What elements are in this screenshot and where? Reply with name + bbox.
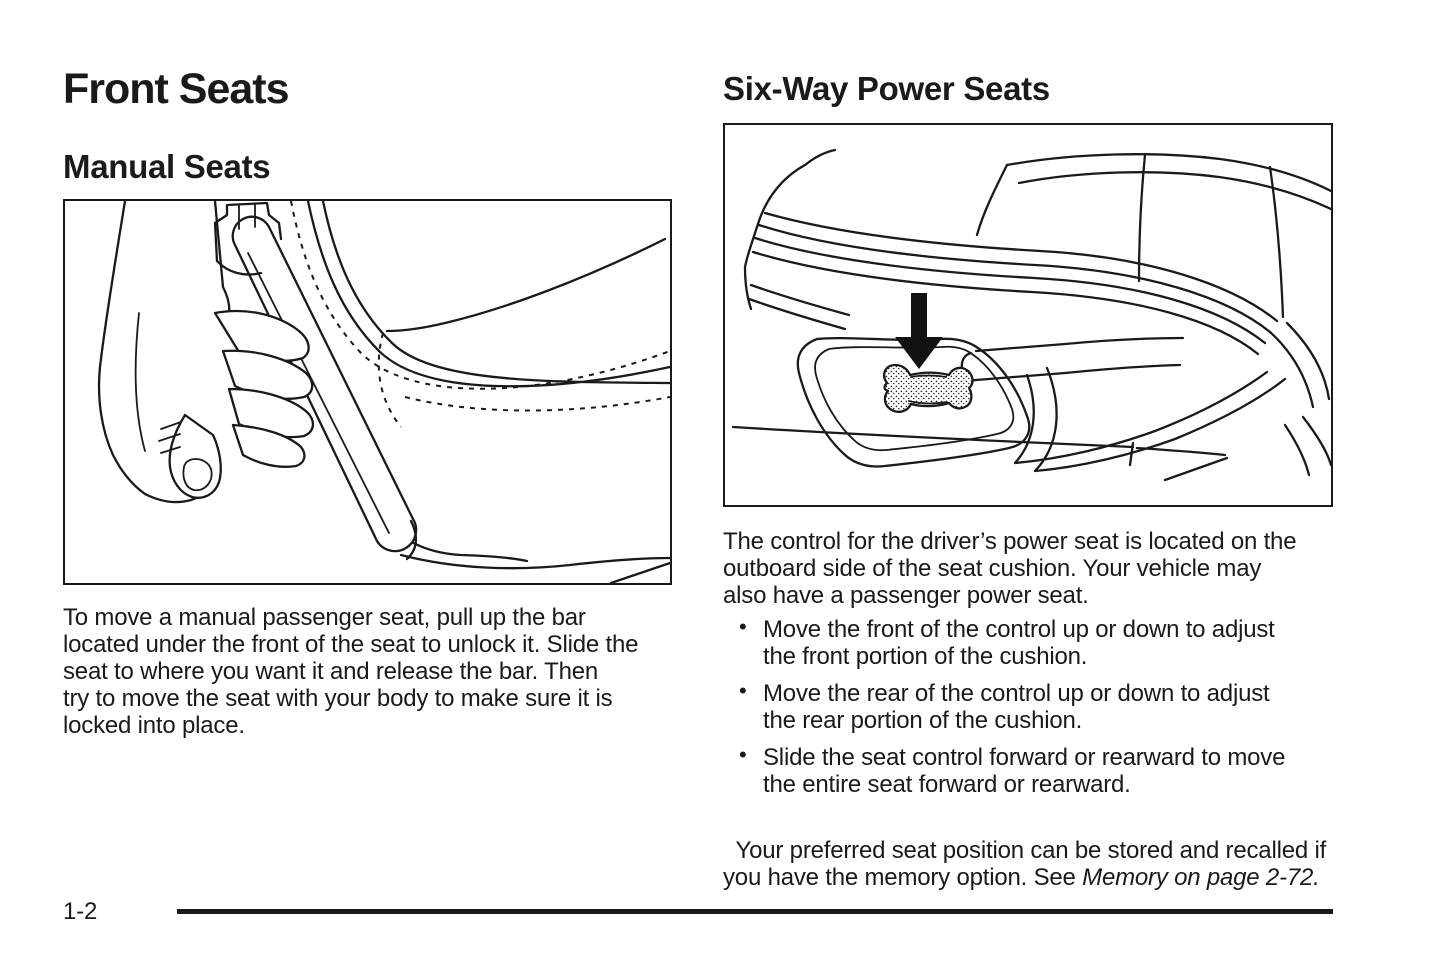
seatback-seam-2 <box>1137 153 1147 283</box>
seatback-top-edge-1 <box>1005 153 1331 193</box>
floor-tick <box>1128 441 1135 467</box>
piping-4 <box>751 250 1260 356</box>
bullet-item-front: • Move the front of the control up or do… <box>723 614 1383 670</box>
page-number: 1-2 <box>63 898 98 925</box>
front-edge-outer <box>399 553 670 570</box>
release-bar <box>231 215 418 553</box>
piping-3 <box>753 236 1267 345</box>
track-tube-top <box>974 336 1185 353</box>
bullet-item-rear: • Move the rear of the control up or dow… <box>723 678 1383 734</box>
memory-cross-reference: Memory on page 2-72. <box>1082 864 1320 891</box>
power-seat-figure <box>723 123 1333 507</box>
manual-seats-paragraph: To move a manual passenger seat, pull up… <box>63 604 639 739</box>
arm-right-edge <box>213 201 225 289</box>
arm-left-edge <box>97 201 147 496</box>
floor-line-right <box>1135 446 1227 457</box>
bullet-text: Move the rear of the control up or down … <box>763 680 1270 734</box>
bullet-icon: • <box>739 742 747 767</box>
bullet-text: Slide the seat control forward or rearwa… <box>763 744 1286 798</box>
power-seat-illustration <box>731 148 1331 482</box>
seat-control-detail-top <box>910 374 947 378</box>
piping-2 <box>757 223 1272 334</box>
thumb <box>168 413 222 499</box>
stitch-line-upper <box>290 201 670 390</box>
seat-control <box>883 363 974 413</box>
piping-line-1 <box>306 201 670 388</box>
recess-inner <box>814 345 1015 452</box>
thumb-nail <box>182 458 213 492</box>
manual-seat-illustration <box>97 201 670 583</box>
panel-top-edge-1 <box>749 283 851 317</box>
rear-leg-1 <box>1283 423 1311 477</box>
subsection-title-six-way-power-seats: Six-Way Power Seats <box>723 70 1050 107</box>
bullet-icon: • <box>739 614 747 639</box>
bullet-text: Move the front of the control up or down… <box>763 616 1275 670</box>
power-seats-paragraph: The control for the driver’s power seat … <box>723 528 1297 609</box>
thumb-crease-3 <box>160 446 181 454</box>
bullet-item-slide: • Slide the seat control forward or rear… <box>723 742 1383 798</box>
memory-note-text: Your preferred seat position can be stor… <box>723 837 1327 891</box>
subsection-title-manual-seats: Manual Seats <box>63 148 271 185</box>
piping-1 <box>763 211 1279 323</box>
rear-corner-2 <box>1285 321 1331 401</box>
frame-curve-2 <box>1033 366 1287 473</box>
hand-web <box>221 285 231 315</box>
stitch-line-lower <box>404 396 670 412</box>
seatback-seam-1 <box>975 163 1009 237</box>
bullet-icon: • <box>739 678 747 703</box>
power-seat-bullet-list: • Move the front of the control up or do… <box>723 614 1383 808</box>
bar-end-flap <box>405 519 418 561</box>
piping-line-2 <box>321 201 670 385</box>
cushion-left-corner <box>743 163 807 311</box>
frame-curve-1 <box>1013 370 1269 465</box>
arm-crease <box>134 312 146 452</box>
seat-control-detail-bottom <box>908 400 948 405</box>
seam-dashed <box>377 332 402 428</box>
footer-rule <box>177 909 1333 914</box>
seatback-top-edge-2 <box>1017 171 1331 211</box>
manual-seat-figure <box>63 199 672 585</box>
release-bar-inner-line <box>247 252 390 534</box>
recess-outer <box>796 337 1031 468</box>
thumb-crease-2 <box>158 433 181 442</box>
floor-diagonal <box>1163 456 1229 482</box>
floor-line-left <box>731 425 1135 449</box>
finger-pinky <box>231 423 306 468</box>
memory-note-paragraph: Your preferred seat position can be stor… <box>723 810 1383 891</box>
rear-leg-2 <box>1301 415 1331 467</box>
section-title-front-seats: Front Seats <box>63 65 290 113</box>
floor-diagonal <box>609 561 670 583</box>
seatback-seam-3 <box>1268 165 1285 319</box>
cushion-corner-apex <box>803 148 837 167</box>
thumb-crease-1 <box>160 421 182 430</box>
rear-corner-1 <box>1268 330 1315 409</box>
panel-top-edge-2 <box>747 297 847 331</box>
down-arrow-icon <box>895 293 943 369</box>
bolster-curve <box>385 237 667 333</box>
